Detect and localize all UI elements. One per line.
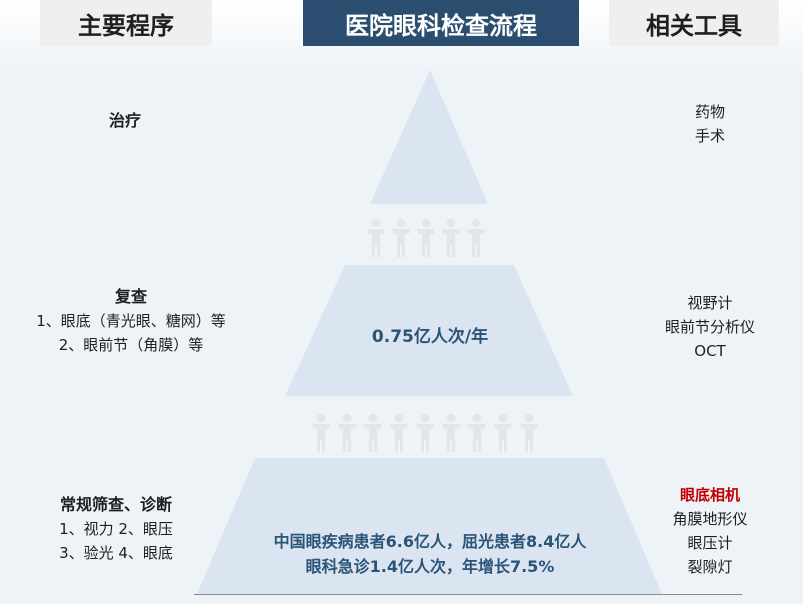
pyramid-middle-tier [285, 265, 573, 396]
header-related-tools: 相关工具 [609, 0, 779, 46]
recheck-volume-label: 0.75亿人次/年 [371, 327, 489, 347]
tool-item: OCT [694, 342, 726, 360]
tool-item: 眼前节分析仪 [664, 318, 755, 336]
procedure-item: 2、眼前节（角膜）等 [58, 336, 204, 354]
people-band-upper [367, 218, 485, 257]
pyramid-top-tier [370, 70, 488, 204]
pyramid-bottom-tier [197, 458, 662, 594]
baseline-divider [194, 594, 742, 595]
tools-recheck: 视野计 眼前节分析仪 OCT [640, 291, 780, 363]
header-main-procedures: 主要程序 [40, 0, 212, 46]
patient-stats-line: 中国眼疾病患者6.6亿人，屈光患者8.4亿人 [273, 532, 587, 551]
procedure-title: 复查 [114, 287, 147, 306]
tool-item-highlight: 眼底相机 [679, 486, 740, 504]
tool-item: 手术 [694, 127, 725, 145]
procedure-treatment: 治疗 [70, 109, 180, 133]
procedure-item: 3、验光 4、眼底 [59, 544, 173, 562]
patient-stats-label: 中国眼疾病患者6.6亿人，屈光患者8.4亿人 眼科急诊1.4亿人次，年增长7.5… [200, 529, 660, 579]
people-band-lower [312, 413, 538, 452]
procedure-item: 1、视力 2、眼压 [59, 520, 173, 538]
procedure-item: 1、眼底（青光眼、糖网）等 [36, 312, 226, 330]
tools-treatment: 药物 手术 [640, 100, 780, 148]
procedure-title: 治疗 [108, 111, 141, 130]
header-process-title: 医院眼科检查流程 [303, 0, 579, 46]
tool-item: 角膜地形仪 [672, 510, 748, 528]
tools-screening: 眼底相机 角膜地形仪 眼压计 裂隙灯 [640, 483, 780, 579]
patient-stats-line: 眼科急诊1.4亿人次，年增长7.5% [305, 557, 555, 576]
procedure-screening: 常规筛查、诊断 1、视力 2、眼压 3、验光 4、眼底 [0, 493, 232, 565]
procedure-title: 常规筛查、诊断 [59, 495, 172, 514]
tool-item: 眼压计 [687, 534, 733, 552]
tool-item: 裂隙灯 [687, 558, 733, 576]
tool-item: 药物 [694, 103, 725, 121]
procedure-recheck: 复查 1、眼底（青光眼、糖网）等 2、眼前节（角膜）等 [0, 285, 262, 357]
tool-item: 视野计 [687, 294, 733, 312]
